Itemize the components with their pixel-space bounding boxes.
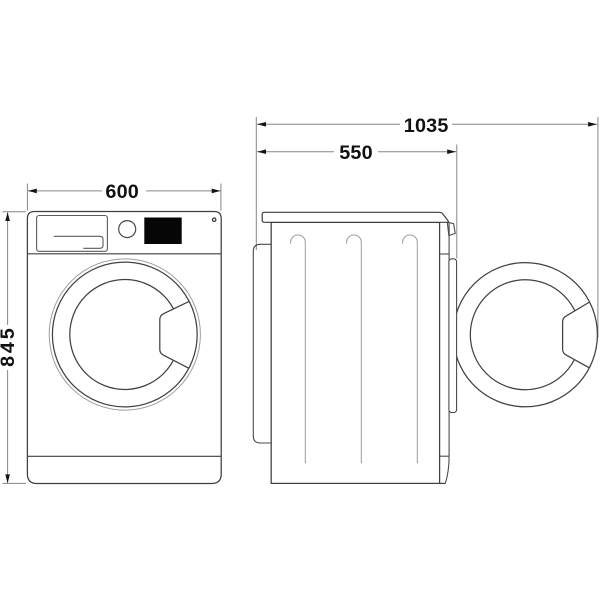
svg-text:845: 845 <box>0 325 19 366</box>
svg-text:550: 550 <box>339 142 373 164</box>
svg-text:1035: 1035 <box>404 115 449 137</box>
svg-text:600: 600 <box>105 181 139 203</box>
